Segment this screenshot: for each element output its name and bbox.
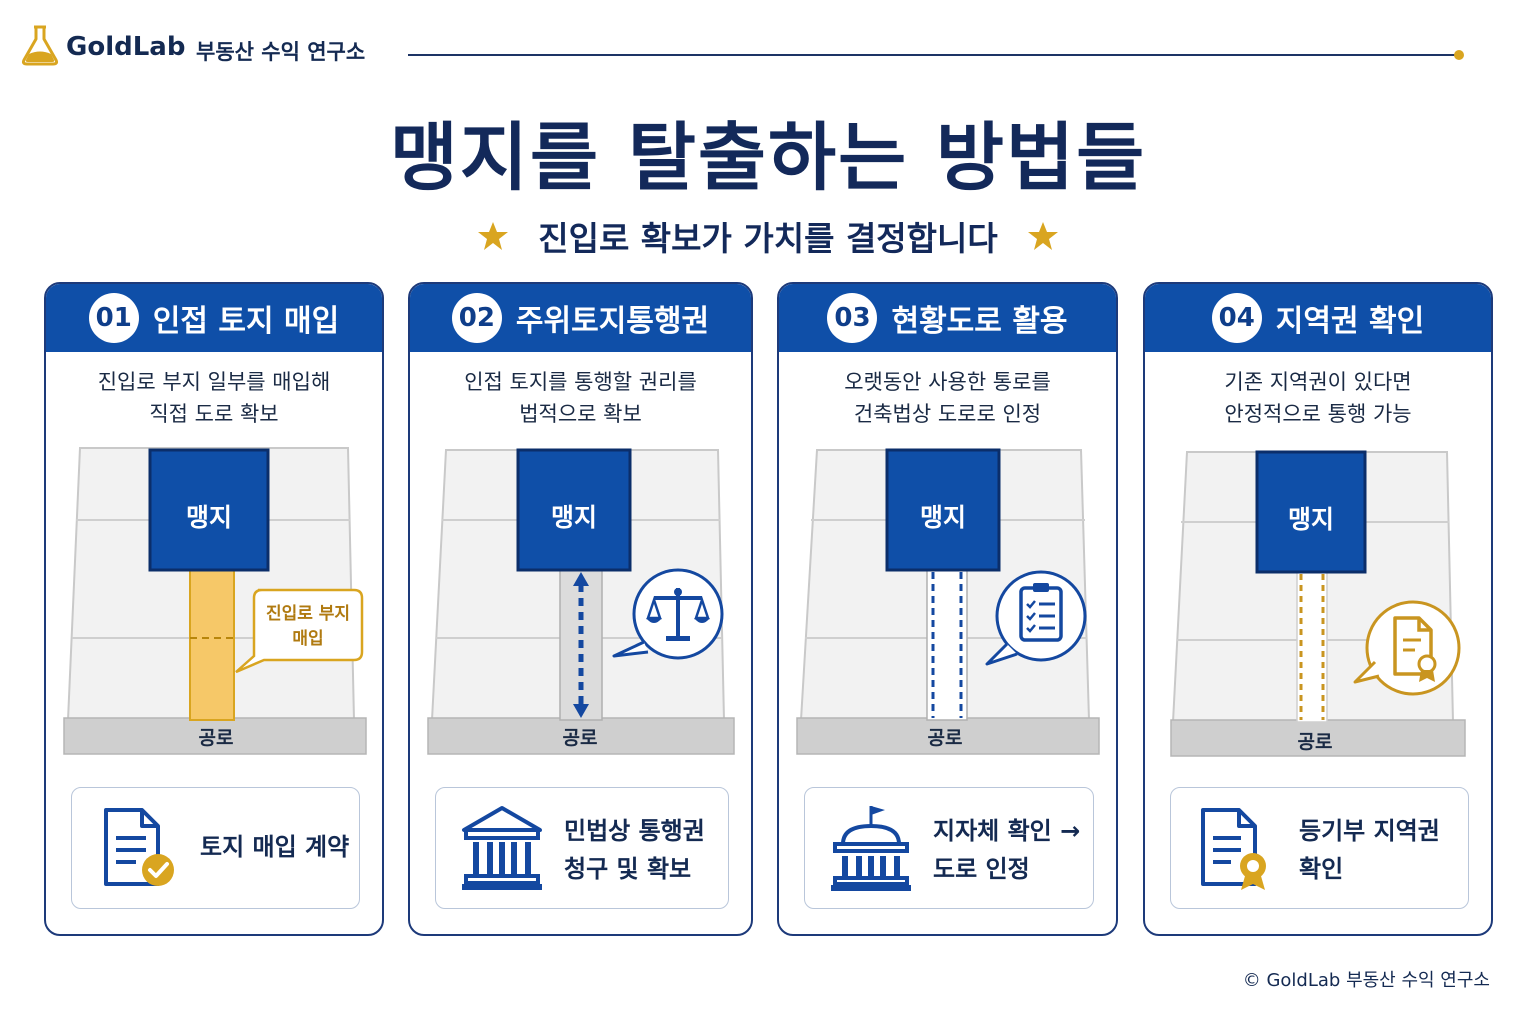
brand-subtitle: 부동산 수익 연구소 — [196, 40, 366, 64]
blind-plot — [1255, 450, 1367, 574]
blind-plot — [148, 448, 270, 572]
courthouse-icon — [462, 806, 542, 890]
bottom-info-box: 등기부 지역권 확인 — [1170, 787, 1469, 909]
bottom-text: 등기부 지역권 확인 — [1299, 817, 1440, 883]
blind-plot — [516, 448, 632, 572]
footer-copyright: © GoldLab 부동산 수익 연구소 — [1242, 970, 1490, 991]
card-existing-road-use: 03 현황도로 활용 오랫동안 사용한 통로를 건축법상 도로로 인정 공로 맹지 — [777, 282, 1118, 936]
road-label: 공로 — [1298, 731, 1333, 753]
road-label: 공로 — [199, 727, 234, 749]
star-icon — [1027, 222, 1058, 250]
header-dot — [1454, 50, 1464, 60]
card-title: 주위토지통행권 — [515, 304, 710, 339]
site-diagram: 공로 맹지 — [1170, 450, 1466, 757]
header-divider — [408, 54, 1456, 56]
subtitle-row: 진입로 확보가 가치를 결정합니다 — [0, 212, 1536, 260]
bottom-text: 민법상 통행권 청구 및 확보 — [564, 817, 705, 883]
card-adjacent-land-purchase: 01 인접 토지 매입 진입로 부지 일부를 매입해 직접 도로 확보 공로 맹지… — [44, 282, 384, 936]
card-title: 지역권 확인 — [1275, 304, 1425, 339]
road-label: 공로 — [563, 727, 598, 749]
clipboard-icon — [985, 570, 1087, 666]
blind-plot — [885, 448, 1001, 572]
header: GoldLab 부동산 수익 연구소 — [20, 24, 1470, 84]
certificate-icon — [1353, 600, 1461, 696]
bottom-text: 지자체 확인 → 도로 인정 — [933, 817, 1081, 883]
bottom-info-box: 토지 매입 계약 — [71, 787, 360, 909]
step-number: 02 — [451, 293, 502, 343]
card-description: 기존 지역권이 있다면 안정적으로 통행 가능 — [1224, 370, 1412, 426]
card-description: 진입로 부지 일부를 매입해 직접 도로 확보 — [97, 370, 331, 426]
step-number: 01 — [88, 293, 139, 343]
plot-label: 맹지 — [186, 503, 232, 532]
site-diagram: 공로 맹지 — [427, 448, 735, 755]
step-number: 04 — [1211, 293, 1262, 343]
document-award-icon — [1201, 808, 1266, 890]
card-description: 오랫동안 사용한 통로를 건축법상 도로로 인정 — [844, 370, 1051, 426]
card-header: 04 지역권 확인 — [1145, 284, 1491, 352]
brand-name: GoldLab — [66, 32, 186, 62]
site-diagram: 공로 맹지 진입로 부지 매입 — [63, 447, 367, 755]
plot-label: 맹지 — [920, 503, 966, 532]
callout-text: 진입로 부지 — [266, 604, 350, 624]
callout-text: 매입 — [292, 629, 323, 649]
card-description: 인접 토지를 통행할 권리를 법적으로 확보 — [464, 370, 697, 426]
bottom-info-box: 민법상 통행권 청구 및 확보 — [435, 787, 729, 909]
site-diagram: 공로 맹지 — [796, 448, 1100, 755]
flask-icon — [21, 25, 59, 66]
plot-label: 맹지 — [551, 503, 597, 532]
subtitle: 진입로 확보가 가치를 결정합니다 — [538, 219, 998, 258]
document-check-icon — [104, 808, 174, 886]
card-header: 03 현황도로 활용 — [779, 284, 1116, 352]
page-title: 맹지를 탈출하는 방법들 — [389, 115, 1147, 201]
card-surrounding-land-passage: 02 주위토지통행권 인접 토지를 통행할 권리를 법적으로 확보 공로 맹지 — [408, 282, 753, 936]
card-header: 01 인접 토지 매입 — [46, 284, 382, 352]
star-icon — [478, 222, 509, 250]
bottom-text: 토지 매입 계약 — [200, 833, 350, 861]
card-easement-check: 04 지역권 확인 기존 지역권이 있다면 안정적으로 통행 가능 공로 맹지 — [1143, 282, 1493, 936]
scales-icon — [612, 568, 724, 660]
road-label: 공로 — [928, 727, 963, 749]
card-header: 02 주위토지통행권 — [410, 284, 751, 352]
plot-label: 맹지 — [1288, 505, 1334, 534]
city-hall-icon — [831, 806, 911, 891]
card-title: 인접 토지 매입 — [152, 304, 340, 339]
step-number: 03 — [827, 293, 878, 343]
card-title: 현황도로 활용 — [891, 304, 1068, 339]
bottom-info-box: 지자체 확인 → 도로 인정 — [804, 787, 1094, 909]
